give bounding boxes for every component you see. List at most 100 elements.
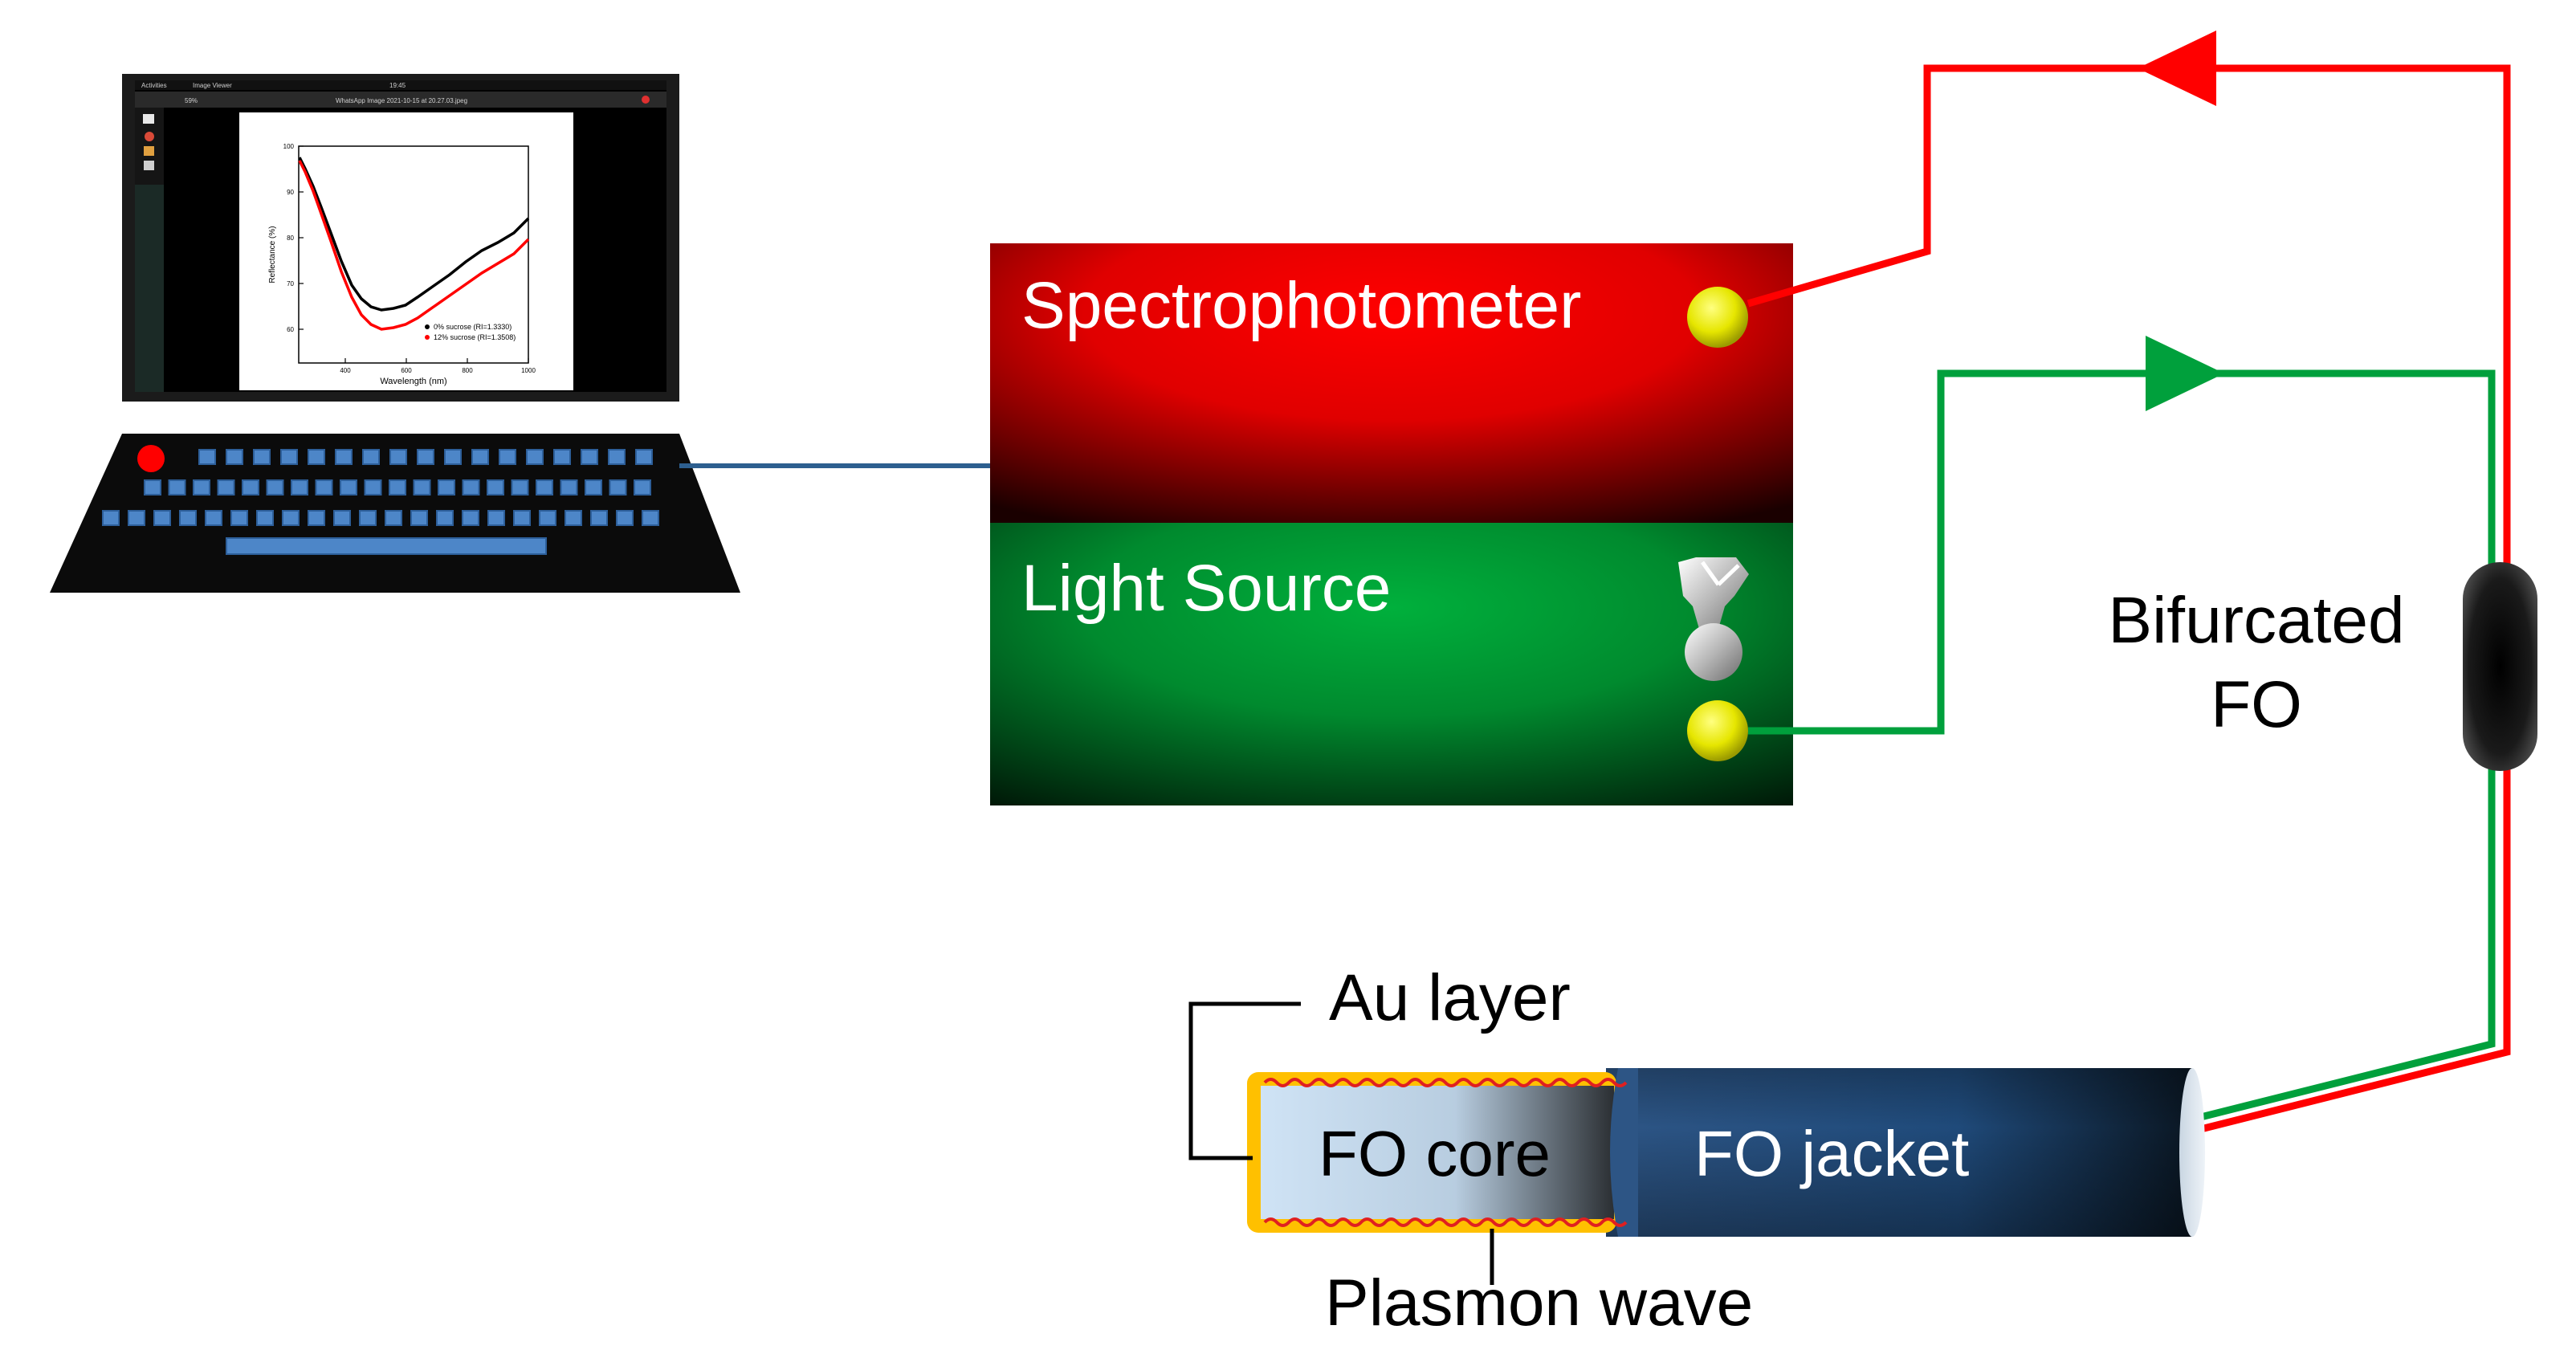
keyboard-key[interactable] bbox=[198, 449, 216, 465]
keyboard-key[interactable] bbox=[609, 479, 627, 495]
fo-jacket-shading bbox=[1606, 1068, 2192, 1237]
keyboard-key[interactable] bbox=[335, 449, 353, 465]
dock-files-icon[interactable] bbox=[144, 146, 154, 156]
spectrophotometer-label: Spectrophotometer bbox=[1021, 269, 1581, 342]
au-layer-callout-line bbox=[1188, 1001, 1301, 1160]
desktop-wallpaper-left bbox=[135, 185, 164, 392]
keyboard-key[interactable] bbox=[280, 449, 298, 465]
spectrophotometer-port[interactable] bbox=[1687, 287, 1748, 348]
keyboard-key[interactable] bbox=[642, 510, 659, 526]
keyboard-key[interactable] bbox=[410, 510, 428, 526]
bifurcated-label-line1: Bifurcated bbox=[2108, 584, 2404, 657]
topbar-app-menu[interactable]: Image Viewer bbox=[193, 82, 232, 89]
keyboard-key[interactable] bbox=[499, 449, 516, 465]
fo-core-label: FO core bbox=[1319, 1118, 1551, 1189]
plot-ylabel: Reflectance (%) bbox=[268, 226, 277, 283]
keyboard-key[interactable] bbox=[128, 510, 145, 526]
keyboard-key[interactable] bbox=[616, 510, 634, 526]
lamp-icon bbox=[1678, 557, 1749, 681]
keyboard-key[interactable] bbox=[364, 479, 382, 495]
keyboard-key[interactable] bbox=[585, 479, 602, 495]
keyboard-key[interactable] bbox=[256, 510, 274, 526]
keyboard-key[interactable] bbox=[253, 449, 271, 465]
topbar-activities[interactable]: Activities bbox=[141, 82, 167, 89]
keyboard-key[interactable] bbox=[487, 479, 504, 495]
keyboard-key[interactable] bbox=[539, 510, 556, 526]
keyboard-key[interactable] bbox=[462, 479, 480, 495]
keyboard-key[interactable] bbox=[581, 449, 598, 465]
keyboard-key[interactable] bbox=[436, 510, 454, 526]
keyboard-key[interactable] bbox=[168, 479, 186, 495]
keyboard-key[interactable] bbox=[266, 479, 284, 495]
plot-x-tick-label: 800 bbox=[462, 367, 473, 374]
keyboard-key[interactable] bbox=[536, 479, 553, 495]
keyboard-key[interactable] bbox=[511, 479, 529, 495]
dock-doc-icon[interactable] bbox=[144, 161, 154, 170]
bifurcated-label-line2: FO bbox=[2211, 668, 2302, 741]
keyboard-key[interactable] bbox=[193, 479, 210, 495]
window-close-icon[interactable] bbox=[642, 96, 650, 104]
keyboard-key[interactable] bbox=[242, 479, 259, 495]
keyboard-key[interactable] bbox=[590, 510, 608, 526]
keyboard-key[interactable] bbox=[608, 449, 626, 465]
keyboard-key[interactable] bbox=[553, 449, 571, 465]
keyboard-key[interactable] bbox=[308, 510, 325, 526]
dock-app-icon[interactable] bbox=[143, 114, 154, 124]
keyboard-key[interactable] bbox=[635, 449, 653, 465]
spectrophotometer-panel bbox=[990, 243, 1793, 523]
keyboard-key[interactable] bbox=[205, 510, 222, 526]
optical-fiber: FO core FO jacket bbox=[1247, 1068, 2205, 1237]
keyboard-key[interactable] bbox=[413, 479, 431, 495]
viewer-zoom[interactable]: 59% bbox=[185, 97, 198, 104]
keyboard-key[interactable] bbox=[179, 510, 197, 526]
keyboard-key[interactable] bbox=[282, 510, 300, 526]
keyboard-key[interactable] bbox=[389, 449, 407, 465]
keyboard-key[interactable] bbox=[217, 479, 235, 495]
bifurcation-connector bbox=[2463, 562, 2537, 771]
fo-core bbox=[1261, 1086, 1614, 1219]
fo-jacket-left-edge bbox=[1610, 1068, 1638, 1237]
keyboard-key[interactable] bbox=[359, 510, 377, 526]
keyboard-key[interactable] bbox=[462, 510, 479, 526]
keyboard-key[interactable] bbox=[226, 449, 243, 465]
fo-jacket-end-cap bbox=[2179, 1068, 2205, 1237]
legend-label-12pct: 12% sucrose (RI=1.3508) bbox=[434, 333, 516, 341]
series-12pct-sucrose-line bbox=[298, 160, 530, 331]
keyboard-key[interactable] bbox=[333, 510, 351, 526]
plot-y-tick-label: 80 bbox=[287, 234, 294, 242]
keyboard-key[interactable] bbox=[308, 449, 325, 465]
plot-y-tick-label: 90 bbox=[287, 189, 294, 196]
keyboard-key[interactable] bbox=[444, 449, 462, 465]
keyboard-key[interactable] bbox=[385, 510, 402, 526]
keyboard-key[interactable] bbox=[438, 479, 455, 495]
keyboard-key[interactable] bbox=[340, 479, 357, 495]
keyboard-key[interactable] bbox=[526, 449, 544, 465]
keyboard-key[interactable] bbox=[291, 479, 308, 495]
plot-y-tick-label: 60 bbox=[287, 326, 294, 333]
keyboard-key[interactable] bbox=[315, 479, 333, 495]
laptop-power-button[interactable] bbox=[137, 445, 165, 472]
plot-panel bbox=[239, 112, 573, 390]
incident-signal-green-line bbox=[1748, 369, 2496, 1124]
light-source-port[interactable] bbox=[1687, 700, 1748, 761]
keyboard-key[interactable] bbox=[417, 449, 434, 465]
plasmon-wave-bottom bbox=[1263, 1217, 1628, 1227]
keyboard-key[interactable] bbox=[362, 449, 380, 465]
keyboard-key[interactable] bbox=[230, 510, 248, 526]
keyboard-key[interactable] bbox=[513, 510, 531, 526]
keyboard-key[interactable] bbox=[634, 479, 651, 495]
keyboard-key[interactable] bbox=[565, 510, 582, 526]
keyboard-key[interactable] bbox=[560, 479, 578, 495]
dock-chrome-icon[interactable] bbox=[145, 132, 154, 141]
keyboard-key[interactable] bbox=[389, 479, 406, 495]
keyboard-key[interactable] bbox=[487, 510, 505, 526]
plot-xlabel: Wavelength (nm) bbox=[380, 377, 446, 386]
keyboard-key[interactable] bbox=[102, 510, 120, 526]
keyboard-spacebar[interactable] bbox=[226, 537, 547, 555]
keyboard-key[interactable] bbox=[471, 449, 489, 465]
incident-arrow-icon bbox=[2146, 336, 2224, 411]
keyboard-key[interactable] bbox=[153, 510, 171, 526]
keyboard-key[interactable] bbox=[144, 479, 161, 495]
